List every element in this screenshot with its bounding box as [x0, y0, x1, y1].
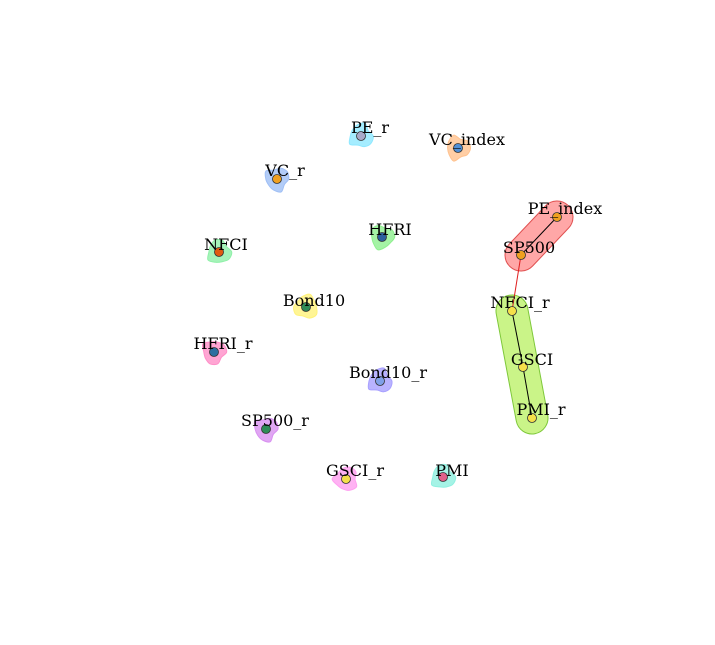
node-bond10[interactable]	[301, 302, 311, 312]
edge-sp500-nfci-r	[511, 254, 522, 312]
edge-nfci-r-gsci	[511, 310, 524, 368]
label-pe-r: PE_r	[351, 118, 389, 137]
label-vc-r: VC_r	[264, 161, 305, 180]
node-nfci-r[interactable]	[507, 306, 517, 316]
node-sp500-r[interactable]	[261, 424, 271, 434]
label-nfci: NFCI	[204, 235, 248, 254]
edges-layer	[511, 216, 558, 419]
label-bond10: Bond10	[283, 291, 345, 310]
label-nfci-r: NFCI_r	[490, 293, 550, 312]
nodes-layer	[209, 131, 562, 484]
label-gsci-r: GSCI_r	[326, 461, 384, 480]
node-vc-r[interactable]	[272, 174, 282, 184]
label-pmi-r: PMI_r	[516, 400, 565, 419]
label-vc-index: VC_index	[428, 130, 505, 149]
node-gsci-r[interactable]	[341, 474, 351, 484]
label-pe-index: PE_index	[528, 199, 603, 218]
node-hfri-r[interactable]	[209, 347, 219, 357]
node-hfri[interactable]	[377, 232, 387, 242]
label-hfri: HFRI	[368, 220, 411, 239]
node-pmi[interactable]	[438, 472, 448, 482]
label-gsci: GSCI	[511, 350, 553, 369]
node-sp500[interactable]	[516, 250, 526, 260]
label-sp500-r: SP500_r	[241, 411, 309, 430]
edge-gsci-pmi-r	[522, 366, 533, 419]
node-bond10-r[interactable]	[375, 376, 385, 386]
node-halos-layer	[201, 122, 472, 491]
node-gsci[interactable]	[518, 362, 528, 372]
label-bond10-r: Bond10_r	[349, 363, 427, 382]
edge-pe-index-sp500	[520, 216, 558, 256]
label-pmi: PMI	[435, 461, 468, 480]
node-pmi-r[interactable]	[527, 413, 537, 423]
node-nfci[interactable]	[214, 247, 224, 257]
label-sp500: SP500	[503, 238, 555, 257]
label-hfri-r: HFRI_r	[193, 334, 252, 353]
node-pe-r[interactable]	[356, 131, 366, 141]
node-vc-index[interactable]	[453, 143, 463, 153]
node-pe-index[interactable]	[552, 212, 562, 222]
